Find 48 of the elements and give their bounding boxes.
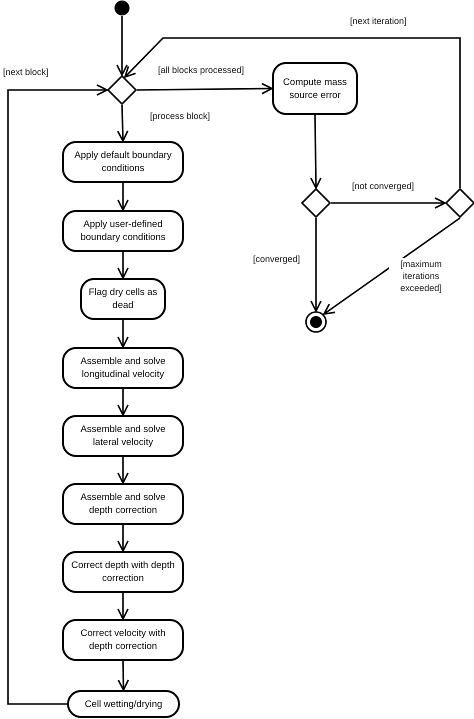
arrow	[117, 183, 129, 211]
activity-box	[62, 551, 184, 593]
activity-label: Correct velocity with depth correction	[80, 627, 166, 653]
activity-label: Apply default boundary conditions	[73, 149, 173, 175]
activity-box	[62, 347, 184, 389]
arrow	[117, 320, 129, 348]
decision-diamond	[107, 75, 137, 105]
arrow	[116, 104, 129, 142]
activity-label: Apply user-defined boundary conditions	[79, 218, 167, 244]
activity-box	[62, 483, 184, 525]
arrow	[117, 457, 129, 484]
arrow	[117, 252, 129, 279]
decision-diamond	[445, 188, 474, 218]
end-node	[305, 311, 327, 333]
activity-box	[62, 210, 184, 252]
activity-label: Compute mass source error	[282, 76, 348, 102]
activity-label: Correct depth with depth correction	[70, 559, 176, 585]
activity-label: Cell wetting/drying	[84, 698, 164, 710]
edge-label: [process block]	[150, 110, 210, 122]
arrow	[124, 37, 461, 188]
activity-label: Assemble and solve lateral velocity	[79, 423, 167, 449]
arrow	[137, 82, 273, 94]
activity-label: Assemble and solve longitudinal velocity	[79, 355, 167, 381]
edge-label: [converged]	[253, 253, 300, 265]
activity-label: Assemble and solve depth correction	[79, 491, 167, 517]
activity-box	[62, 619, 184, 661]
arrow	[323, 217, 460, 315]
decision-diamond	[301, 188, 331, 218]
arrow	[310, 114, 322, 189]
arrow	[117, 525, 129, 552]
edge-label: [next iteration]	[350, 15, 407, 27]
arrow	[7, 84, 108, 705]
activity-box	[67, 690, 180, 718]
activity-box	[62, 141, 184, 183]
edge-label: [all blocks processed]	[158, 64, 244, 76]
edge-label: [next block]	[3, 66, 49, 78]
arrow	[331, 197, 446, 209]
activity-box	[272, 62, 358, 115]
activity-box	[62, 415, 184, 457]
activity-box	[80, 278, 166, 320]
arrow	[117, 389, 129, 416]
arrow	[117, 593, 129, 620]
start-node	[114, 0, 130, 16]
arrow	[116, 16, 128, 76]
activity-label: Flag dry cells as dead	[88, 286, 158, 312]
arrow	[310, 218, 322, 312]
arrow	[118, 660, 130, 691]
edge-label: [not converged]	[352, 180, 414, 192]
